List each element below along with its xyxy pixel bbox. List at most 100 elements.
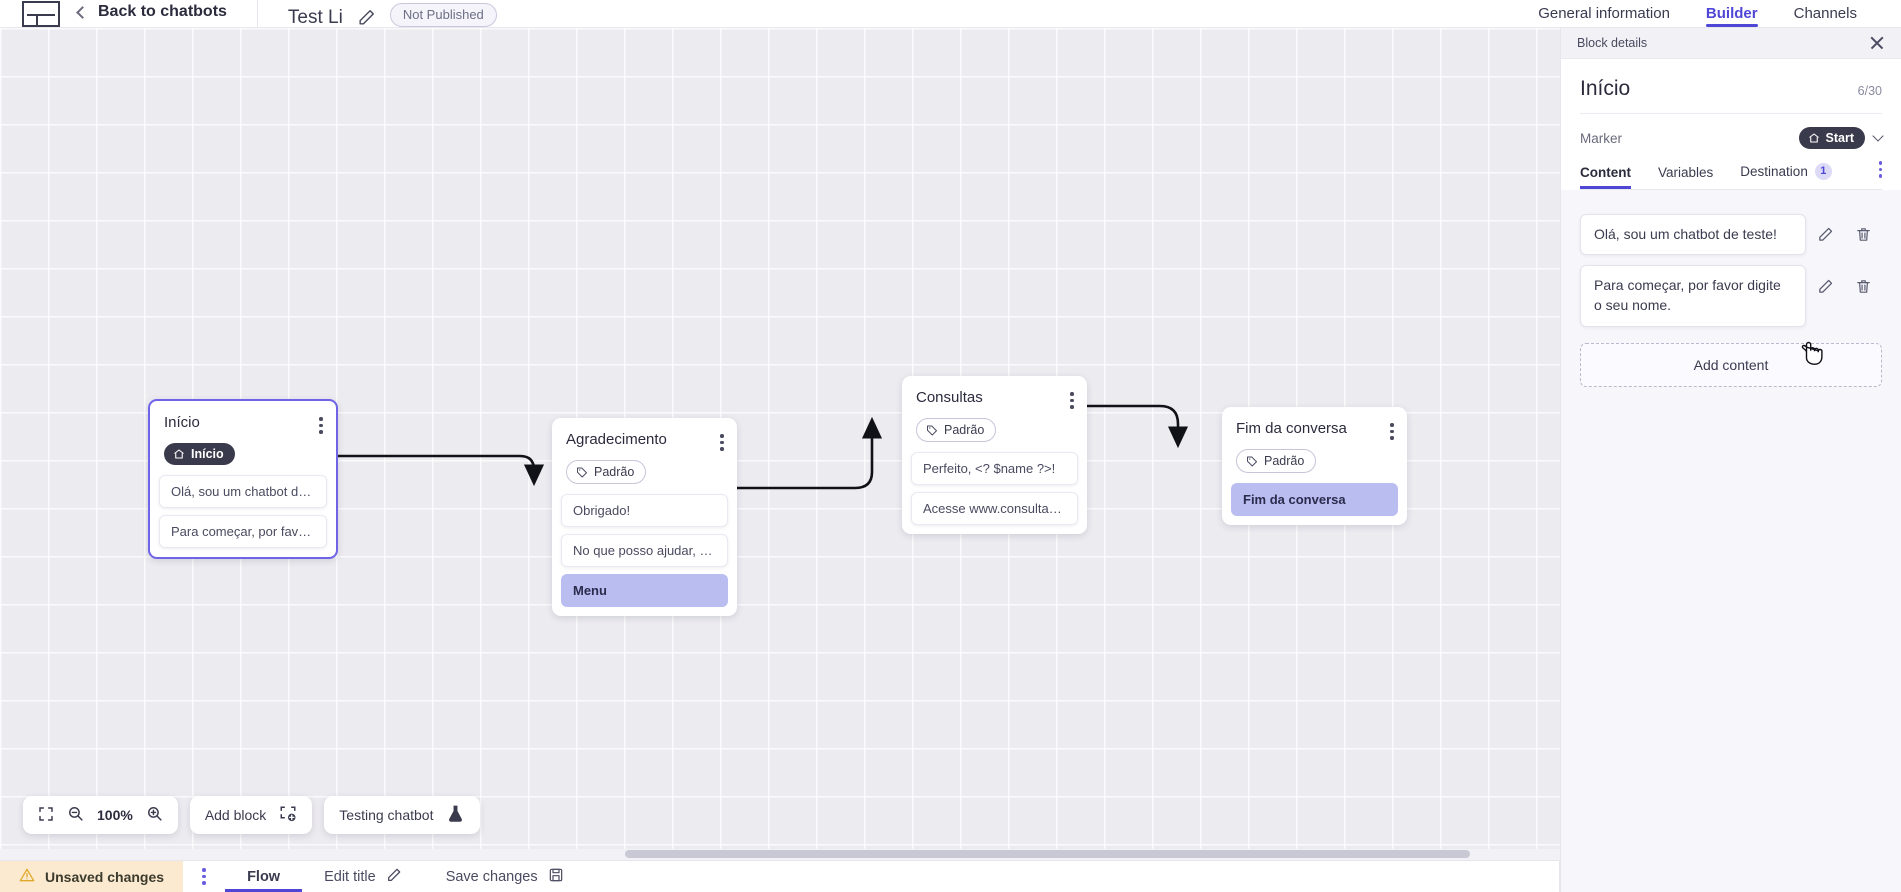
destination-count-badge: 1 — [1814, 162, 1832, 180]
node-menu-kebab-icon[interactable] — [720, 431, 724, 451]
content-list: Olá, sou um chatbot de teste! Para começ… — [1561, 190, 1901, 328]
zoom-level-label: 100% — [97, 807, 133, 823]
block-details-panel: Block details Início 6/30 Marker Start C… — [1560, 28, 1901, 892]
delete-content-trash-icon[interactable] — [1844, 273, 1882, 299]
back-to-chatbots-button[interactable]: Back to chatbots — [76, 0, 227, 27]
top-bar: Back to chatbots Test Li Not Published G… — [0, 0, 1901, 28]
content-text[interactable]: Olá, sou um chatbot de teste! — [1580, 213, 1806, 256]
marker-select[interactable]: Start — [1798, 127, 1884, 149]
flow-canvas[interactable]: Início Início Olá, sou um chatbot de tes… — [0, 28, 1560, 860]
fit-screen-icon[interactable] — [38, 806, 54, 825]
status-badge: Not Published — [389, 3, 497, 27]
node-message-menu[interactable]: Menu — [561, 573, 728, 607]
panel-header-label: Block details — [1577, 36, 1648, 50]
chevron-down-icon[interactable] — [1872, 130, 1884, 142]
node-title: Consultas — [916, 389, 983, 406]
unsaved-changes-indicator: Unsaved changes — [0, 861, 184, 892]
flask-icon — [446, 804, 465, 826]
tab-channels[interactable]: Channels — [1793, 5, 1857, 22]
canvas-horizontal-scrollbar[interactable] — [0, 849, 1560, 860]
node-tag-label: Padrão — [594, 464, 635, 479]
tab-variables-label: Variables — [1658, 164, 1714, 180]
node-title: Agradecimento — [566, 431, 667, 448]
statusbar-kebab-icon[interactable] — [183, 861, 225, 892]
warning-icon — [19, 867, 35, 886]
testing-chatbot-button[interactable]: Testing chatbot — [324, 796, 481, 834]
main-tabs: General information Builder Channels — [1538, 0, 1901, 28]
tag-icon — [1247, 456, 1257, 466]
flow-node-agradecimento[interactable]: Agradecimento Padrão Obrigado! No que po… — [552, 418, 737, 616]
statusbar-item-flow[interactable]: Flow — [225, 861, 303, 892]
add-block-button[interactable]: Add block — [189, 796, 313, 834]
tab-content[interactable]: Content — [1580, 165, 1631, 189]
chatbot-title: Test Li — [287, 7, 343, 28]
zoom-controls[interactable]: 100% — [23, 796, 178, 834]
statusbar-save-changes-label: Save changes — [445, 868, 538, 885]
add-block-icon — [279, 805, 297, 826]
node-title: Início — [164, 414, 200, 431]
home-icon — [1808, 133, 1819, 143]
unsaved-changes-label: Unsaved changes — [45, 868, 165, 885]
add-block-label: Add block — [204, 807, 267, 823]
node-menu-kebab-icon[interactable] — [1390, 420, 1394, 440]
statusbar-divider — [1559, 861, 1560, 892]
tab-general-information[interactable]: General information — [1538, 5, 1670, 22]
add-content-button[interactable]: Add content — [1580, 343, 1882, 388]
node-tag: Padrão — [566, 459, 647, 484]
node-tag: Início — [164, 442, 235, 465]
statusbar-edit-title-label: Edit title — [324, 868, 376, 885]
node-menu-kebab-icon[interactable] — [319, 414, 323, 434]
node-tag: Padrão — [916, 417, 997, 442]
top-bar-divider — [256, 0, 258, 27]
block-title: Início — [1580, 77, 1631, 100]
node-tag-label: Padrão — [1264, 453, 1305, 468]
tag-icon — [927, 425, 937, 435]
panel-more-options-kebab-icon[interactable] — [1878, 161, 1882, 189]
back-to-chatbots-label: Back to chatbots — [98, 3, 227, 20]
node-message[interactable]: Perfeito, <? $name ?>! — [911, 451, 1078, 485]
panel-tabs: Content Variables Destination 1 — [1580, 161, 1882, 190]
marker-value-badge: Start — [1798, 127, 1865, 149]
edit-content-pencil-icon[interactable] — [1806, 222, 1844, 248]
tab-builder[interactable]: Builder — [1705, 5, 1758, 27]
edit-title-pencil-icon[interactable] — [357, 8, 376, 27]
node-message[interactable]: Olá, sou um chatbot de teste! — [159, 474, 327, 508]
chevron-left-icon — [76, 5, 89, 19]
bottom-status-bar: Unsaved changes Flow Edit title Save cha… — [0, 860, 1560, 892]
canvas-toolbar: 100% Add block Testing chatbot — [23, 796, 481, 834]
home-icon — [174, 448, 184, 459]
panel-header: Block details — [1561, 28, 1901, 59]
node-message[interactable]: No que posso ajudar, <? $name ... — [561, 533, 728, 567]
node-menu-kebab-icon[interactable] — [1070, 389, 1074, 409]
node-tag-label: Início — [191, 446, 224, 461]
node-title: Fim da conversa — [1236, 420, 1347, 437]
flow-node-fim-da-conversa[interactable]: Fim da conversa Padrão Fim da conversa — [1222, 407, 1407, 525]
node-message[interactable]: Obrigado! — [561, 493, 728, 527]
close-icon[interactable] — [1869, 35, 1885, 51]
statusbar-item-save-changes[interactable]: Save changes — [424, 861, 586, 892]
content-item: Olá, sou um chatbot de teste! — [1580, 213, 1882, 256]
statusbar-item-edit-title[interactable]: Edit title — [302, 861, 424, 892]
delete-content-trash-icon[interactable] — [1844, 222, 1882, 248]
marker-row: Marker Start — [1580, 114, 1884, 161]
zoom-in-icon[interactable] — [146, 805, 163, 825]
zoom-out-icon[interactable] — [67, 805, 84, 825]
node-message[interactable]: Acesse www.consultas.com par... — [911, 491, 1078, 525]
block-title-row: Início 6/30 — [1580, 59, 1882, 114]
tab-destination[interactable]: Destination 1 — [1740, 162, 1832, 189]
flow-node-inicio[interactable]: Início Início Olá, sou um chatbot de tes… — [148, 399, 338, 559]
scrollbar-thumb[interactable] — [625, 850, 1470, 858]
tab-content-label: Content — [1580, 164, 1631, 180]
tab-variables[interactable]: Variables — [1658, 165, 1713, 189]
statusbar-spacer — [586, 861, 1559, 892]
node-message-menu[interactable]: Fim da conversa — [1231, 482, 1398, 516]
edit-content-pencil-icon[interactable] — [1806, 273, 1844, 299]
content-item: Para começar, por favor digite o seu nom… — [1580, 265, 1882, 328]
flow-node-consultas[interactable]: Consultas Padrão Perfeito, <? $name ?>! … — [902, 376, 1087, 534]
tab-destination-label: Destination — [1740, 163, 1808, 179]
testing-chatbot-label: Testing chatbot — [339, 807, 434, 823]
char-counter: 6/30 — [1857, 84, 1882, 98]
statusbar-flow-label: Flow — [247, 868, 281, 885]
node-message[interactable]: Para começar, por favor digite o ... — [159, 514, 327, 548]
content-text[interactable]: Para começar, por favor digite o seu nom… — [1580, 265, 1806, 328]
